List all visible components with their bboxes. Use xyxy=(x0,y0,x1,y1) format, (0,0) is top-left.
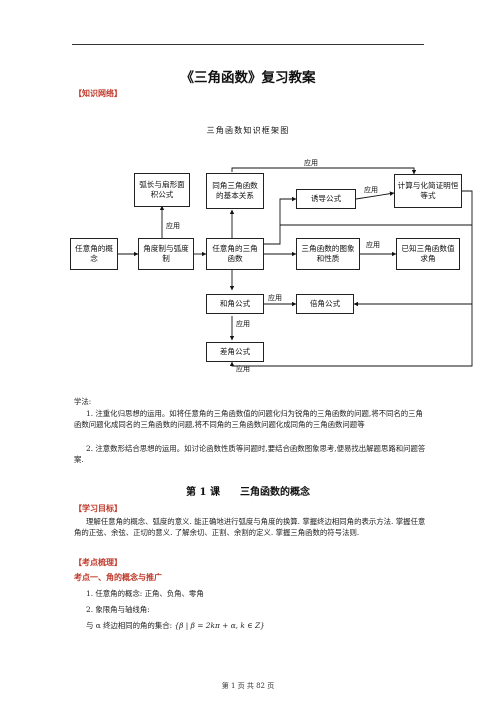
study-point-2: 2. 注意数形结合思想的运用。如讨论函数性质等问题时,要结合函数图象思考,便易找… xyxy=(74,444,426,465)
page-title: 《三角函数》复习教案 xyxy=(180,70,316,86)
box-sum-formula: 和角公式 xyxy=(206,294,264,314)
box-compute-simplify: 计算与化简证明恒等式 xyxy=(394,174,462,208)
box-induction-formula: 诱导公式 xyxy=(296,189,356,209)
box-double-formula: 倍角公式 xyxy=(296,294,354,314)
diagram-title: 三角函数知识框架图 xyxy=(206,126,290,135)
study-intro: 学法: xyxy=(74,397,92,406)
review-tag: 【考点梳理】 xyxy=(74,557,122,567)
box-degree-radian: 角度制与弧度制 xyxy=(138,238,194,270)
apply-label-top: 应用 xyxy=(304,159,318,167)
apply-label-graph: 应用 xyxy=(366,241,380,249)
study-point-1: 1. 注重化归思想的运用。如将任意角的三角函数值的问题化归为锐角的三角函数的问题… xyxy=(74,409,423,430)
learning-goal-tag: 【学习目标】 xyxy=(74,503,122,513)
box-known-value-angle: 已知三角函数值求角 xyxy=(396,238,460,270)
apply-label-induction: 应用 xyxy=(364,186,378,194)
apply-label-sum: 应用 xyxy=(268,294,282,302)
box-arc-sector: 弧长与扇形面积公式 xyxy=(134,173,190,207)
apply-label-diff: 应用 xyxy=(236,320,250,328)
learning-goal-text: 理解任意角的概念、弧度的意义. 能正确地进行弧度与角度的换算. 掌握终边相同角的… xyxy=(74,517,426,538)
box-any-angle-function: 任意角的三角函数 xyxy=(206,238,264,270)
box-any-angle-concept: 任意角的概念 xyxy=(70,238,118,270)
header-rule xyxy=(72,44,424,45)
formula-line: 与 α 终边相同的角的集合: {β | β = 2kπ + α, k ∈ Z} xyxy=(86,620,442,631)
box-same-angle-relation: 同角三角函数的基本关系 xyxy=(206,173,264,209)
key-point-1: 考点一、角的概念与推广 xyxy=(74,572,162,582)
knowledge-network-tag: 【知识网络】 xyxy=(74,88,122,98)
formula-prefix: 与 α 终边相同的角的集合: xyxy=(86,621,175,630)
lesson-title: 第 1 课 三角函数的概念 xyxy=(186,487,310,498)
box-diff-formula: 差角公式 xyxy=(206,342,264,362)
formula-set: {β | β = 2kπ + α, k ∈ Z} xyxy=(174,621,265,630)
item-2: 2. 象限角与轴线角: xyxy=(86,605,150,614)
apply-label-bottom: 应用 xyxy=(236,365,250,373)
item-1: 1. 任意角的概念: 正角、负角、零角 xyxy=(86,589,204,598)
page-footer: 第 1 页 共 82 页 xyxy=(221,682,275,690)
apply-label-arc: 应用 xyxy=(166,222,180,230)
box-graph-property: 三角函数的图象和性质 xyxy=(296,238,360,270)
